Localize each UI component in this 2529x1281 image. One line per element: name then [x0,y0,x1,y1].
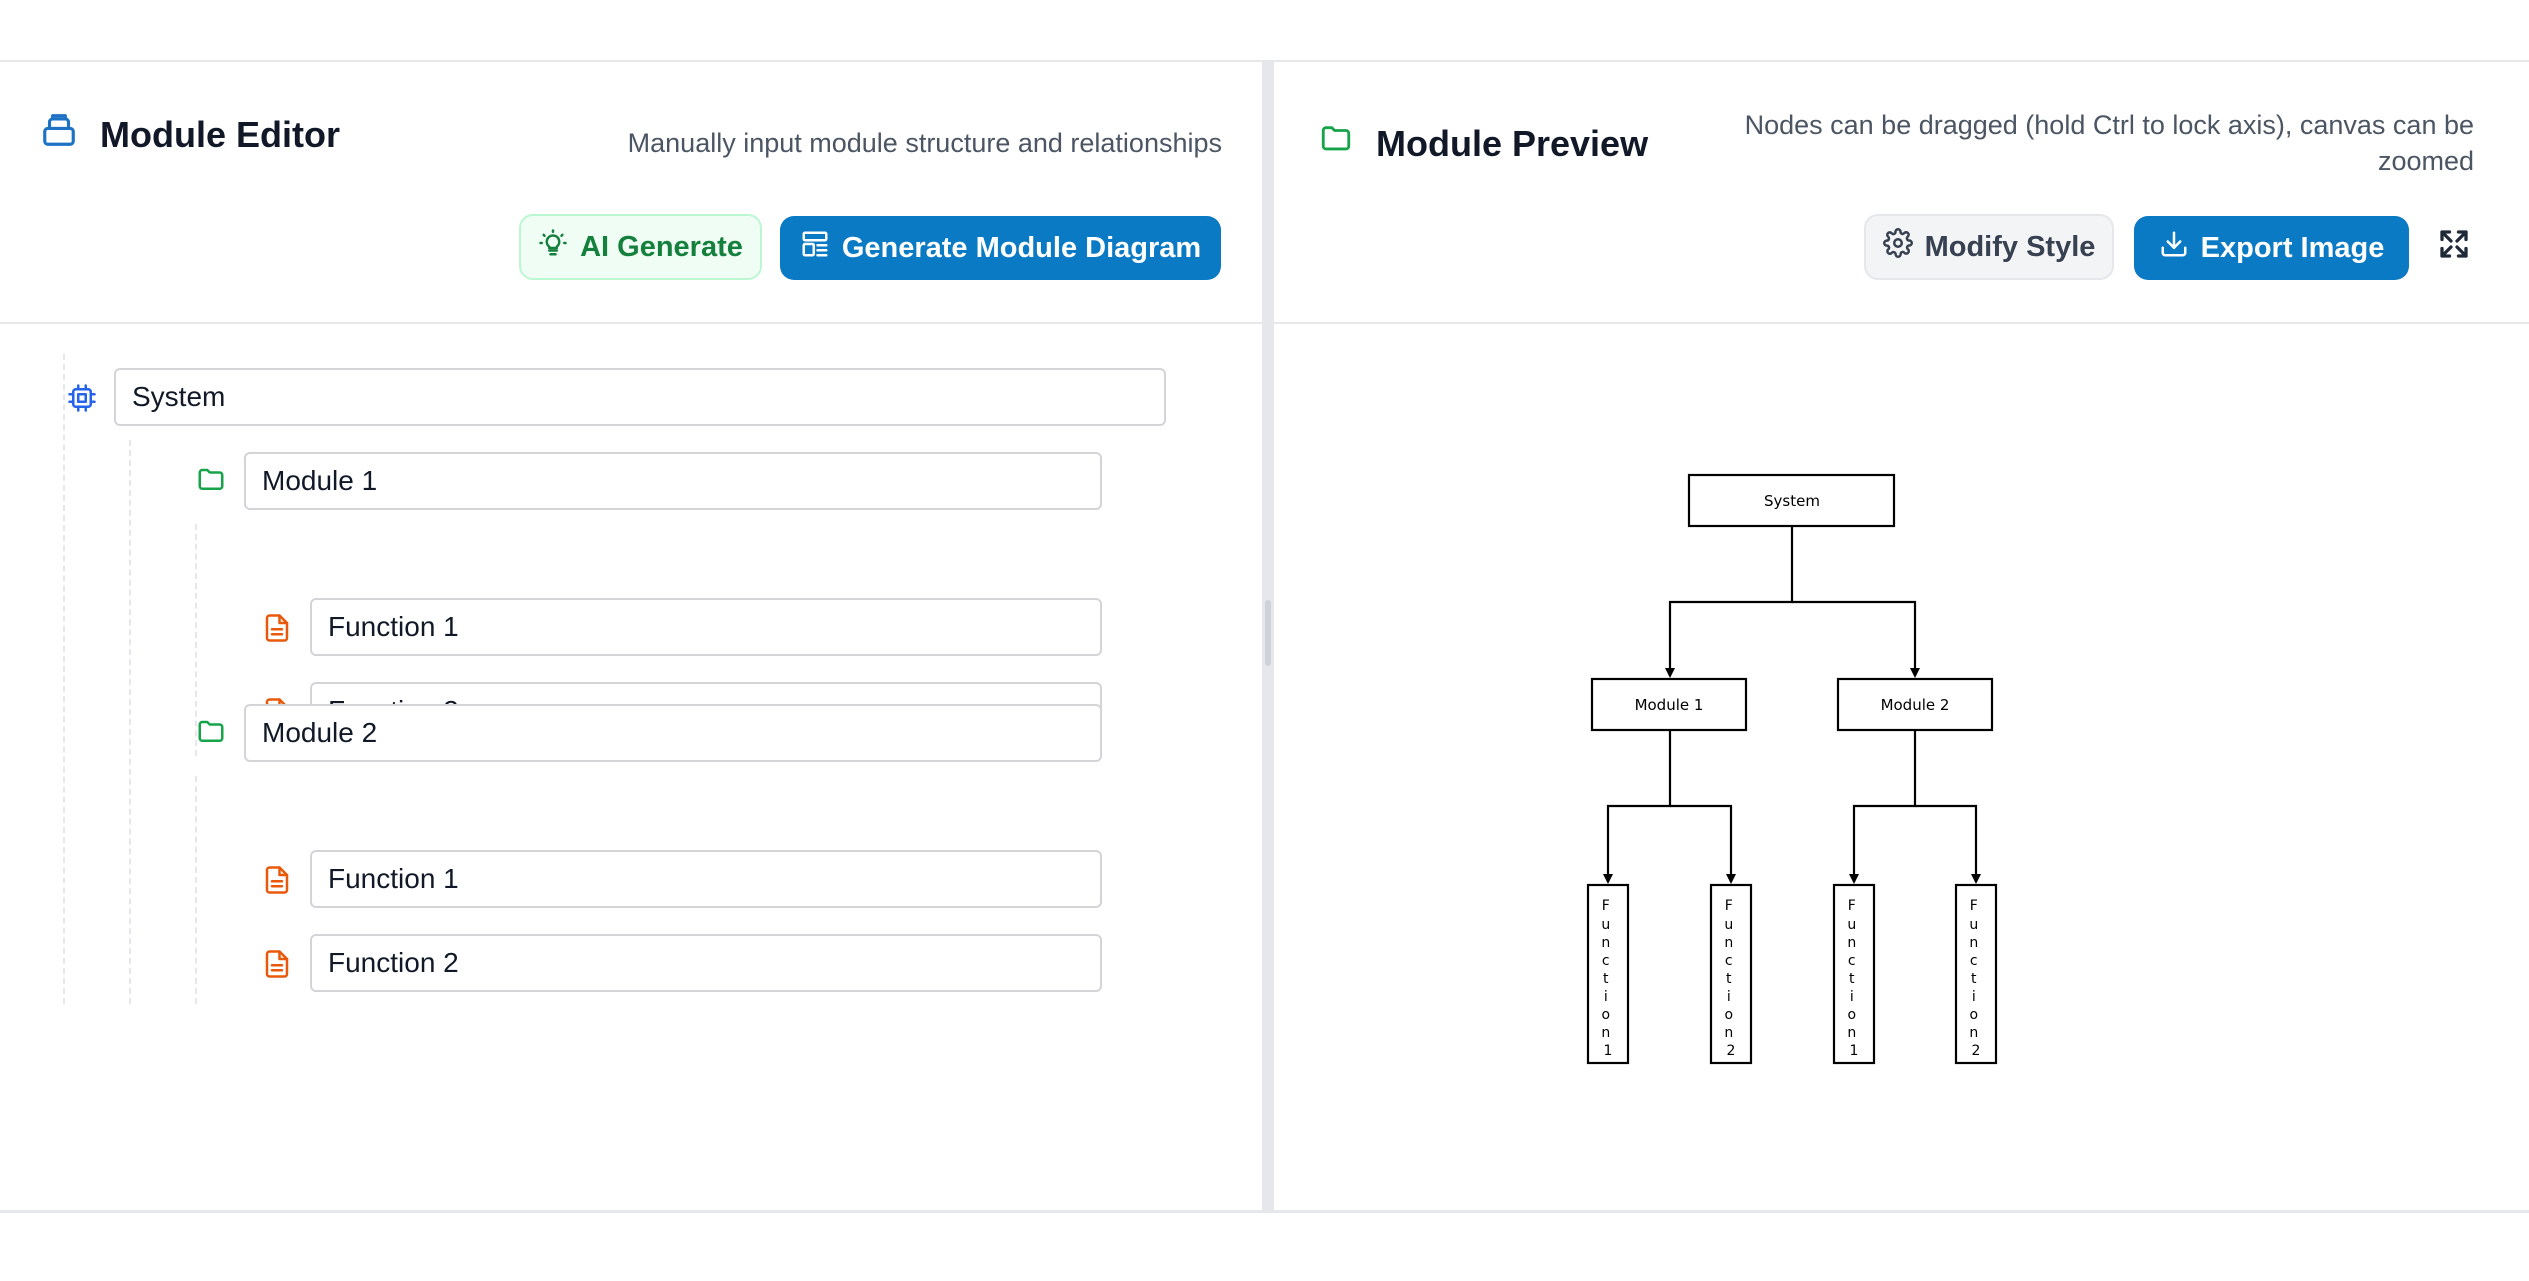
module-2-function-1-input[interactable] [310,850,1102,908]
preview-header: Module Preview Nodes can be dragged (hol… [1274,62,2529,324]
modify-style-button[interactable]: Modify Style [1864,214,2114,280]
module-2-function-2-input[interactable] [310,934,1102,992]
connector-system-module-2 [1792,600,1920,678]
diagram-node-module-1-function-1[interactable]: F u n c t i o n 1 [1586,883,1630,1065]
diagram-node-module-2-function-2[interactable]: F u n c t i o n 2 [1954,883,1998,1065]
tree-guide-module-1 [195,524,197,756]
module-preview-panel: Module Preview Nodes can be dragged (hol… [1274,62,2529,1210]
svg-text:System: System [1764,492,1820,510]
diagram-node-module-1[interactable]: Module 1 [1590,677,1748,732]
generate-diagram-label: Generate Module Diagram [841,231,1202,264]
svg-text:F u n: F u n c t i o n 1 [1601,898,1614,1059]
editor-header: Module Editor Manually input module stru… [0,62,1262,324]
gear-icon [1882,228,1925,266]
diagram-node-module-2[interactable]: Module 2 [1836,677,1994,732]
svg-text:Module 1: Module 1 [1635,696,1704,714]
ai-generate-label: AI Generate [580,230,743,263]
file-text-icon [259,610,295,646]
expand-icon [2436,226,2484,270]
module-1-function-1-input[interactable] [310,598,1102,656]
preview-subtitle: Nodes can be dragged (hold Ctrl to lock … [1744,110,2474,176]
connector-module-2-function-1 [1849,730,1917,884]
svg-text:F u n: F u n c t i o n 2 [1969,898,1982,1059]
file-text-icon [259,946,295,982]
top-bar [0,0,2529,62]
fullscreen-button[interactable] [2432,220,2488,276]
connector-system-module-1 [1665,526,1794,678]
download-icon [2159,229,2201,267]
tree-guide-module-2 [195,776,197,1004]
panel-resize-divider[interactable] [1262,62,1274,1210]
module-editor-panel: Module Editor Manually input module stru… [0,62,1262,1210]
export-image-button[interactable]: Export Image [2134,216,2409,280]
resize-grip-handle[interactable] [1265,600,1271,666]
root-node-input[interactable] [114,368,1166,426]
file-text-icon [259,862,295,898]
layout-icon [800,229,842,267]
editor-title: Module Editor [40,110,340,159]
connector-module-1-function-2 [1670,804,1736,884]
diagram-canvas[interactable]: System Module 1 Module 2 F u n c t [1274,324,2529,1210]
module-1-input[interactable] [244,452,1102,510]
svg-text:Module 2: Module 2 [1881,696,1950,714]
editor-subtitle: Manually input module structure and rela… [627,128,1222,158]
diagram-node-module-2-function-1[interactable]: F u n c t i o n 1 [1832,883,1876,1065]
generate-diagram-button[interactable]: Generate Module Diagram [780,216,1221,280]
modify-style-label: Modify Style [1924,230,2096,263]
chip-icon [64,380,100,416]
preview-title: Module Preview [1318,122,1648,165]
layers-icon [40,110,100,159]
connector-module-1-function-1 [1603,730,1672,884]
module-2-input[interactable] [244,704,1102,762]
connector-module-2-function-2 [1915,804,1981,884]
lightbulb-icon [538,228,580,266]
folder-icon [1318,122,1376,165]
preview-title-text: Module Preview [1376,122,1649,164]
bottom-bar [0,1210,2529,1281]
diagram-node-module-1-function-2[interactable]: F u n c t i o n 2 [1709,883,1753,1065]
export-image-label: Export Image [2200,231,2385,264]
folder-icon [193,462,229,498]
tree-guide-modules [129,440,131,1004]
svg-text:F u n: F u n c t i o n 1 [1847,898,1860,1059]
svg-text:F u n: F u n c t i o n 2 [1724,898,1737,1059]
ai-generate-button[interactable]: AI Generate [519,214,762,280]
diagram-node-system[interactable]: System [1687,473,1896,528]
folder-icon [193,714,229,750]
module-diagram[interactable]: System Module 1 Module 2 F u n c t [1274,324,2529,1210]
tree-guide-root [63,354,65,1004]
diagram-connectors [1603,526,1981,884]
editor-title-text: Module Editor [100,113,340,155]
